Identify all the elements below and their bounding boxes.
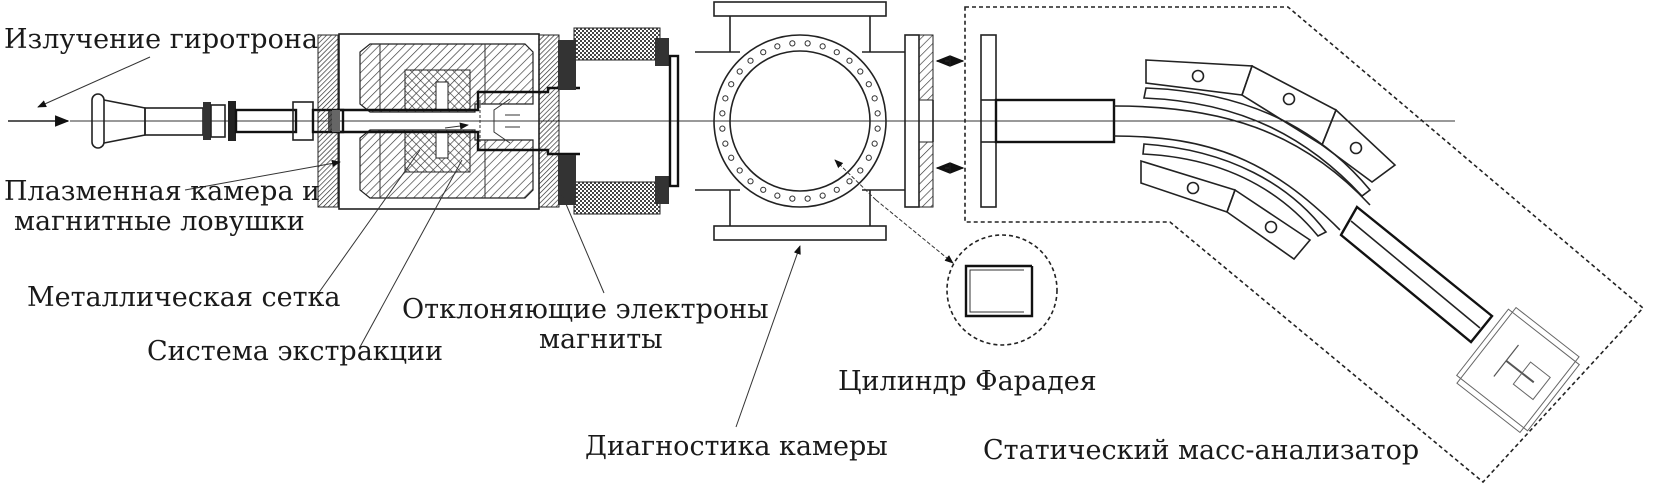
label-extraction-system: Система экстракции (147, 336, 443, 367)
diagnostic-chamber (695, 1, 934, 241)
bolt-hole (819, 192, 826, 199)
mass-analyzer-boundary (964, 6, 1645, 484)
bolt-hole (789, 195, 796, 202)
coupling-arrows (935, 55, 965, 174)
leader-lines (37, 56, 801, 428)
detector-icon (1455, 306, 1581, 434)
bolt-hole (804, 40, 811, 47)
bolt-hole (789, 40, 796, 47)
bolt-hole (760, 49, 767, 56)
bolt-hole (865, 154, 872, 161)
bolt-hole (747, 178, 754, 185)
label-plasma-chamber-line2: магнитные ловушки (14, 206, 305, 237)
bolt-hole (871, 95, 878, 102)
plasma-chamber-magnets (317, 33, 580, 210)
deflecting-magnets (558, 27, 680, 215)
bolt-hole (719, 110, 726, 117)
bolt-hole (736, 68, 743, 75)
bolt-hole (846, 57, 853, 64)
bolt-hole (774, 192, 781, 199)
label-mass-analyzer: Статический масс-анализатор (983, 435, 1419, 466)
bolt-hole (722, 140, 729, 147)
label-plasma-chamber-line1: Плазменная камера и (4, 176, 320, 207)
bolt-hole (857, 167, 864, 174)
mass-analyzer (980, 34, 1581, 434)
label-chamber-diagnostics: Диагностика камеры (585, 431, 888, 462)
bolt-hole (833, 186, 840, 193)
label-faraday-cup: Цилиндр Фарадея (838, 366, 1097, 397)
label-gyrotron-radiation: Излучение гиротрона (4, 24, 318, 55)
bolt-hole (736, 167, 743, 174)
bolt-hole (819, 43, 826, 50)
bolt-hole (774, 43, 781, 50)
flange-bolts (719, 40, 881, 202)
bolt-hole (833, 49, 840, 56)
label-deflecting-magnets-line2: магниты (539, 324, 663, 355)
bolt-hole (728, 81, 735, 88)
bolt-hole (804, 195, 811, 202)
bolt-hole (728, 154, 735, 161)
bolt-hole (865, 81, 872, 88)
label-metal-mesh: Металлическая сетка (27, 282, 341, 313)
bolt-hole (722, 95, 729, 102)
label-deflecting-magnets-line1: Отклоняющие электроны (402, 294, 769, 325)
faraday-cup-inset (834, 159, 1058, 346)
bolt-hole (719, 125, 726, 132)
bolt-hole (846, 178, 853, 185)
bolt-hole (857, 68, 864, 75)
bolt-hole (760, 186, 767, 193)
bolt-hole (874, 110, 881, 117)
bolt-hole (871, 140, 878, 147)
bolt-hole (874, 125, 881, 132)
bolt-hole (747, 57, 754, 64)
